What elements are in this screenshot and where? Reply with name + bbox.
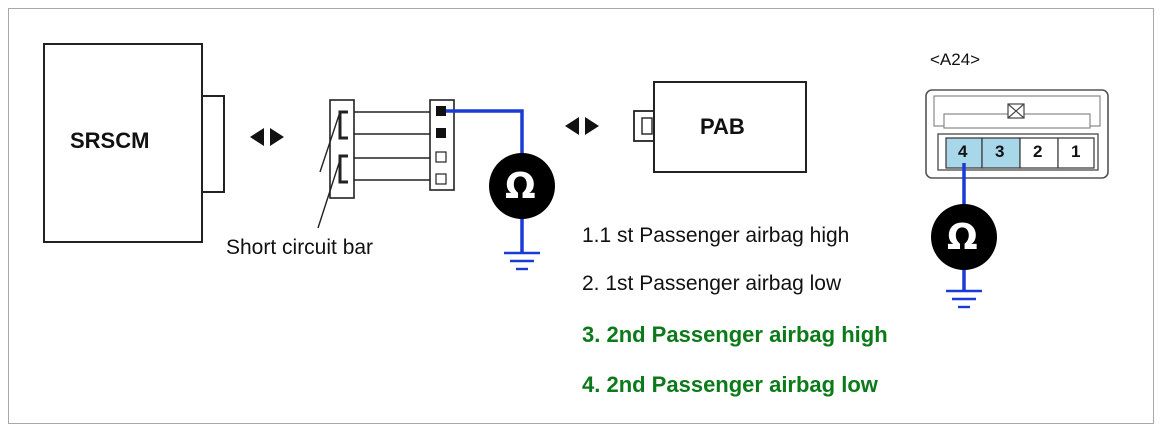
a24-pin-1 xyxy=(1057,137,1095,169)
a24-pin-2-label: 2 xyxy=(1033,142,1043,161)
double-arrow-icon xyxy=(565,117,599,135)
a24-pin-4-label: 4 xyxy=(958,142,968,161)
ground-icon xyxy=(946,289,982,309)
ohm-symbol: Ω xyxy=(505,166,536,207)
ohm-symbol: Ω xyxy=(947,217,978,258)
probe-wire-1 xyxy=(446,109,524,163)
srscm-module xyxy=(43,43,203,243)
a24-pin-3 xyxy=(981,137,1021,169)
harness-connector xyxy=(429,99,455,191)
diagram-frame xyxy=(8,8,1154,424)
srscm-label: SRSCM xyxy=(70,128,150,153)
a24-connector xyxy=(925,89,1109,179)
legend-item-4: 4. 2nd Passenger airbag low xyxy=(582,372,878,397)
legend-item-1: 1.1 st Passenger airbag high xyxy=(582,224,850,247)
short-circuit-bar xyxy=(317,99,355,229)
harness-wires xyxy=(354,111,430,181)
srscm-connector xyxy=(201,95,225,193)
legend-item-3: 3. 2nd Passenger airbag high xyxy=(582,322,888,347)
legend-item-2: 2. 1st Passenger airbag low xyxy=(582,272,842,295)
pab-module xyxy=(653,81,807,173)
connector-name-label: <A24> xyxy=(930,50,981,69)
ohmmeter-icon xyxy=(931,204,997,270)
ground-icon xyxy=(504,251,540,271)
a24-pin-1-label: 1 xyxy=(1071,142,1081,161)
double-arrow-icon xyxy=(250,128,284,146)
ohmmeter-icon xyxy=(489,153,555,219)
pab-label: PAB xyxy=(700,114,745,139)
short-circuit-bar-label: Short circuit bar xyxy=(226,236,374,259)
a24-pin-3-label: 3 xyxy=(995,142,1005,161)
a24-pin-2 xyxy=(1019,137,1059,169)
